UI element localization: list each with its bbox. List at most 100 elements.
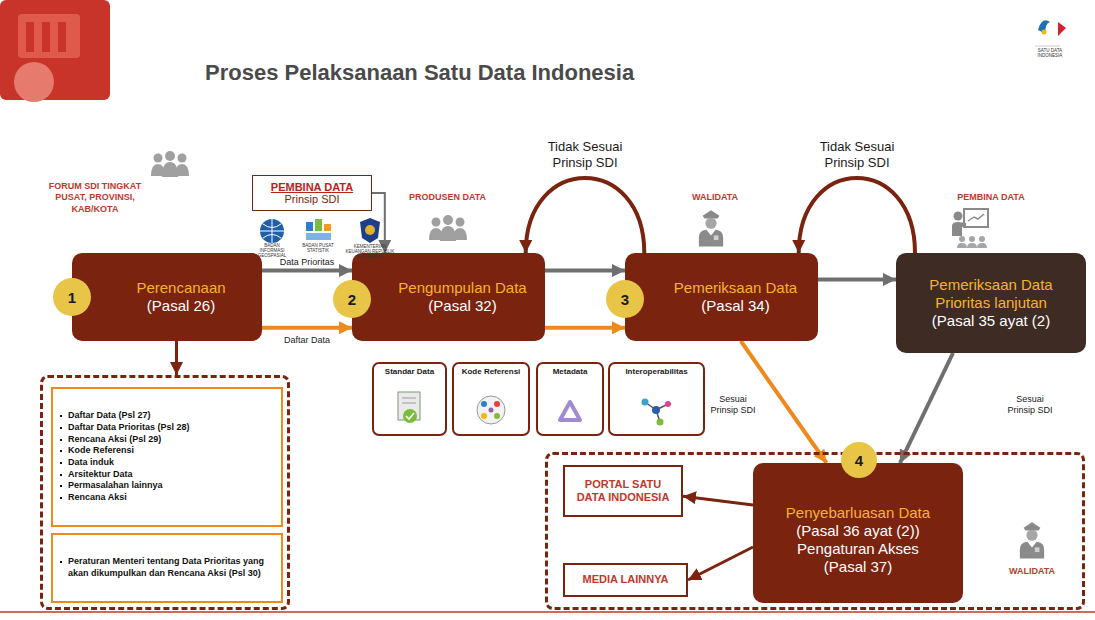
node-text: Daftar Data (Psl 27): [59, 410, 151, 422]
standard-icons: [494, 401, 500, 407]
agency-logos: [365, 225, 375, 235]
flow-arrow: [262, 269, 352, 273]
node-text: (Pasal 34): [701, 297, 769, 315]
node-text: Peraturan Menteri tentang Data Prioritas…: [59, 556, 275, 579]
node-text: (Pasal 35 ayat (2): [932, 312, 1050, 330]
standard-box: Interoperabilitas: [608, 362, 705, 436]
standard-icons: [560, 402, 580, 420]
node-text: (Pasal 26): [147, 297, 215, 315]
node-text: Penyebarluasan Data: [786, 504, 930, 522]
callout-number: 3: [606, 280, 644, 318]
agency-logos: [306, 233, 331, 240]
process-box: WALIDATAPemeriksaan Data(Pasal 34): [625, 253, 818, 341]
node-text: Kode Referensi: [462, 367, 521, 376]
logo-caption: SATU DATA INDONESIA: [1033, 49, 1067, 59]
node-text: Arsitektur Data: [59, 469, 133, 481]
flow-arrow: [526, 178, 645, 253]
flow-arrow: [372, 193, 385, 253]
channel-box: MEDIA LAINNYA: [563, 563, 688, 597]
dashed-group: PORTAL SATU DATA INDONESIA MEDIA LAINNYA P…: [545, 452, 1085, 610]
agency-logos: [260, 219, 284, 243]
node-text: Pemeriksaan Data Prioritas lanjutan: [904, 276, 1078, 312]
edge-label: Tidak Sesuai Prinsip SDI: [528, 138, 642, 171]
logo-caption: KEMENTERIAN KEUANGAN REPUBLIK INDONESIA: [344, 245, 396, 260]
agency-logos: [306, 222, 313, 231]
node-text: (Pasal 37): [824, 558, 892, 576]
standard-box: Metadata: [536, 362, 604, 436]
edge-label: Sesuai Prinsip SDI: [708, 393, 758, 417]
standard-icons: [642, 399, 649, 406]
note-box: Peraturan Menteri tentang Data Prioritas…: [51, 533, 283, 603]
process-box: PEMBINA DATAPemeriksaan Data Prioritas l…: [896, 253, 1086, 353]
node-text: Pemeriksaan Data: [674, 279, 797, 297]
agency-logos: [315, 219, 322, 231]
corner-decoration: [26, 22, 34, 52]
node-text: Data induk: [59, 457, 114, 469]
header-logos: [1042, 30, 1047, 35]
node-text: Rencana Aksi (Psl 29): [59, 434, 161, 446]
channel-box: PORTAL SATU DATA INDONESIA: [563, 465, 683, 517]
node-text: Prinsip SDI: [284, 193, 339, 205]
header-logos: [1035, 20, 1066, 46]
page-title: Proses Pelaksanaan Satu Data Indonesia: [205, 60, 634, 86]
node-text: (Pasal 36 ayat (2)): [796, 522, 919, 540]
standard-icons: [402, 398, 416, 399]
corner-decoration: [18, 14, 80, 58]
header-logos: [1058, 22, 1066, 36]
standard-box: Standar Data: [372, 362, 447, 436]
node-text: (Pasal 32): [428, 297, 496, 315]
node-text: Pengumpulan Data: [398, 279, 526, 297]
corner-decoration: [58, 22, 66, 52]
process-box: Penyebarluasan Data(Pasal 36 ayat (2))Pe…: [753, 463, 963, 603]
standard-icons: [657, 419, 664, 426]
node-text: Interoperabilitas: [625, 367, 687, 376]
corner-decoration: [0, 0, 110, 102]
agency-logos: [260, 218, 380, 243]
role-icons: [952, 209, 988, 248]
logo-caption: BADAN INFORMASI GEOSPASIAL: [252, 244, 292, 259]
flow-arrow: [545, 269, 625, 273]
node-text: Rencana Aksi: [59, 492, 127, 504]
flow-arrow: [900, 353, 953, 463]
node-text: Pengaturan Akses: [797, 540, 919, 558]
edge-label: Tidak Sesuai Prinsip SDI: [800, 138, 914, 171]
standard-icons: [406, 413, 414, 419]
agency-logos: [360, 218, 380, 243]
callout-number: 1: [53, 278, 91, 316]
node-text: Daftar Data Prioritas (Psl 28): [59, 422, 190, 434]
standard-icons: [477, 396, 505, 424]
edge-label: Data Prioritas: [278, 256, 337, 269]
flow-arrow: [799, 178, 915, 253]
flow-arrow: [688, 547, 753, 580]
flow-arrow: [683, 496, 753, 505]
standard-icons: [652, 406, 660, 414]
logo-caption: BADAN PUSAT STATISTIK: [298, 244, 338, 254]
standard-icons: [403, 409, 417, 423]
header-logos: [1035, 46, 1060, 47]
standard-icons: [402, 403, 416, 404]
callout-number: 2: [333, 280, 371, 318]
flow-arrow: [818, 277, 896, 281]
standard-icons: [665, 401, 671, 407]
standard-icons: [494, 413, 500, 419]
flow-arrow: [175, 341, 178, 375]
dashed-group: Daftar Data (Psl 27)Daftar Data Priorita…: [40, 375, 290, 610]
footer-rule: [0, 611, 1095, 613]
role-label: WALIDATA: [997, 566, 1067, 576]
role-heading: WALIDATA: [680, 192, 750, 203]
corner-decoration: [42, 22, 50, 52]
flow-arrow: [262, 326, 352, 330]
node-text: Kode Referensi: [59, 445, 134, 457]
header-logos: [1038, 20, 1050, 34]
principle-box: PEMBINA DATAPrinsip SDI: [252, 175, 372, 211]
agency-logos: [324, 224, 331, 231]
node-text: PEMBINA DATA: [271, 181, 353, 193]
role-icons: [699, 210, 723, 246]
standard-icons: [481, 413, 487, 419]
agency-logos: [260, 219, 284, 243]
edge-label: Sesuai Prinsip SDI: [1005, 393, 1055, 417]
standard-icons: [481, 401, 487, 407]
callout-number: 4: [841, 442, 877, 478]
list-box: Daftar Data (Psl 27)Daftar Data Priorita…: [51, 387, 283, 527]
